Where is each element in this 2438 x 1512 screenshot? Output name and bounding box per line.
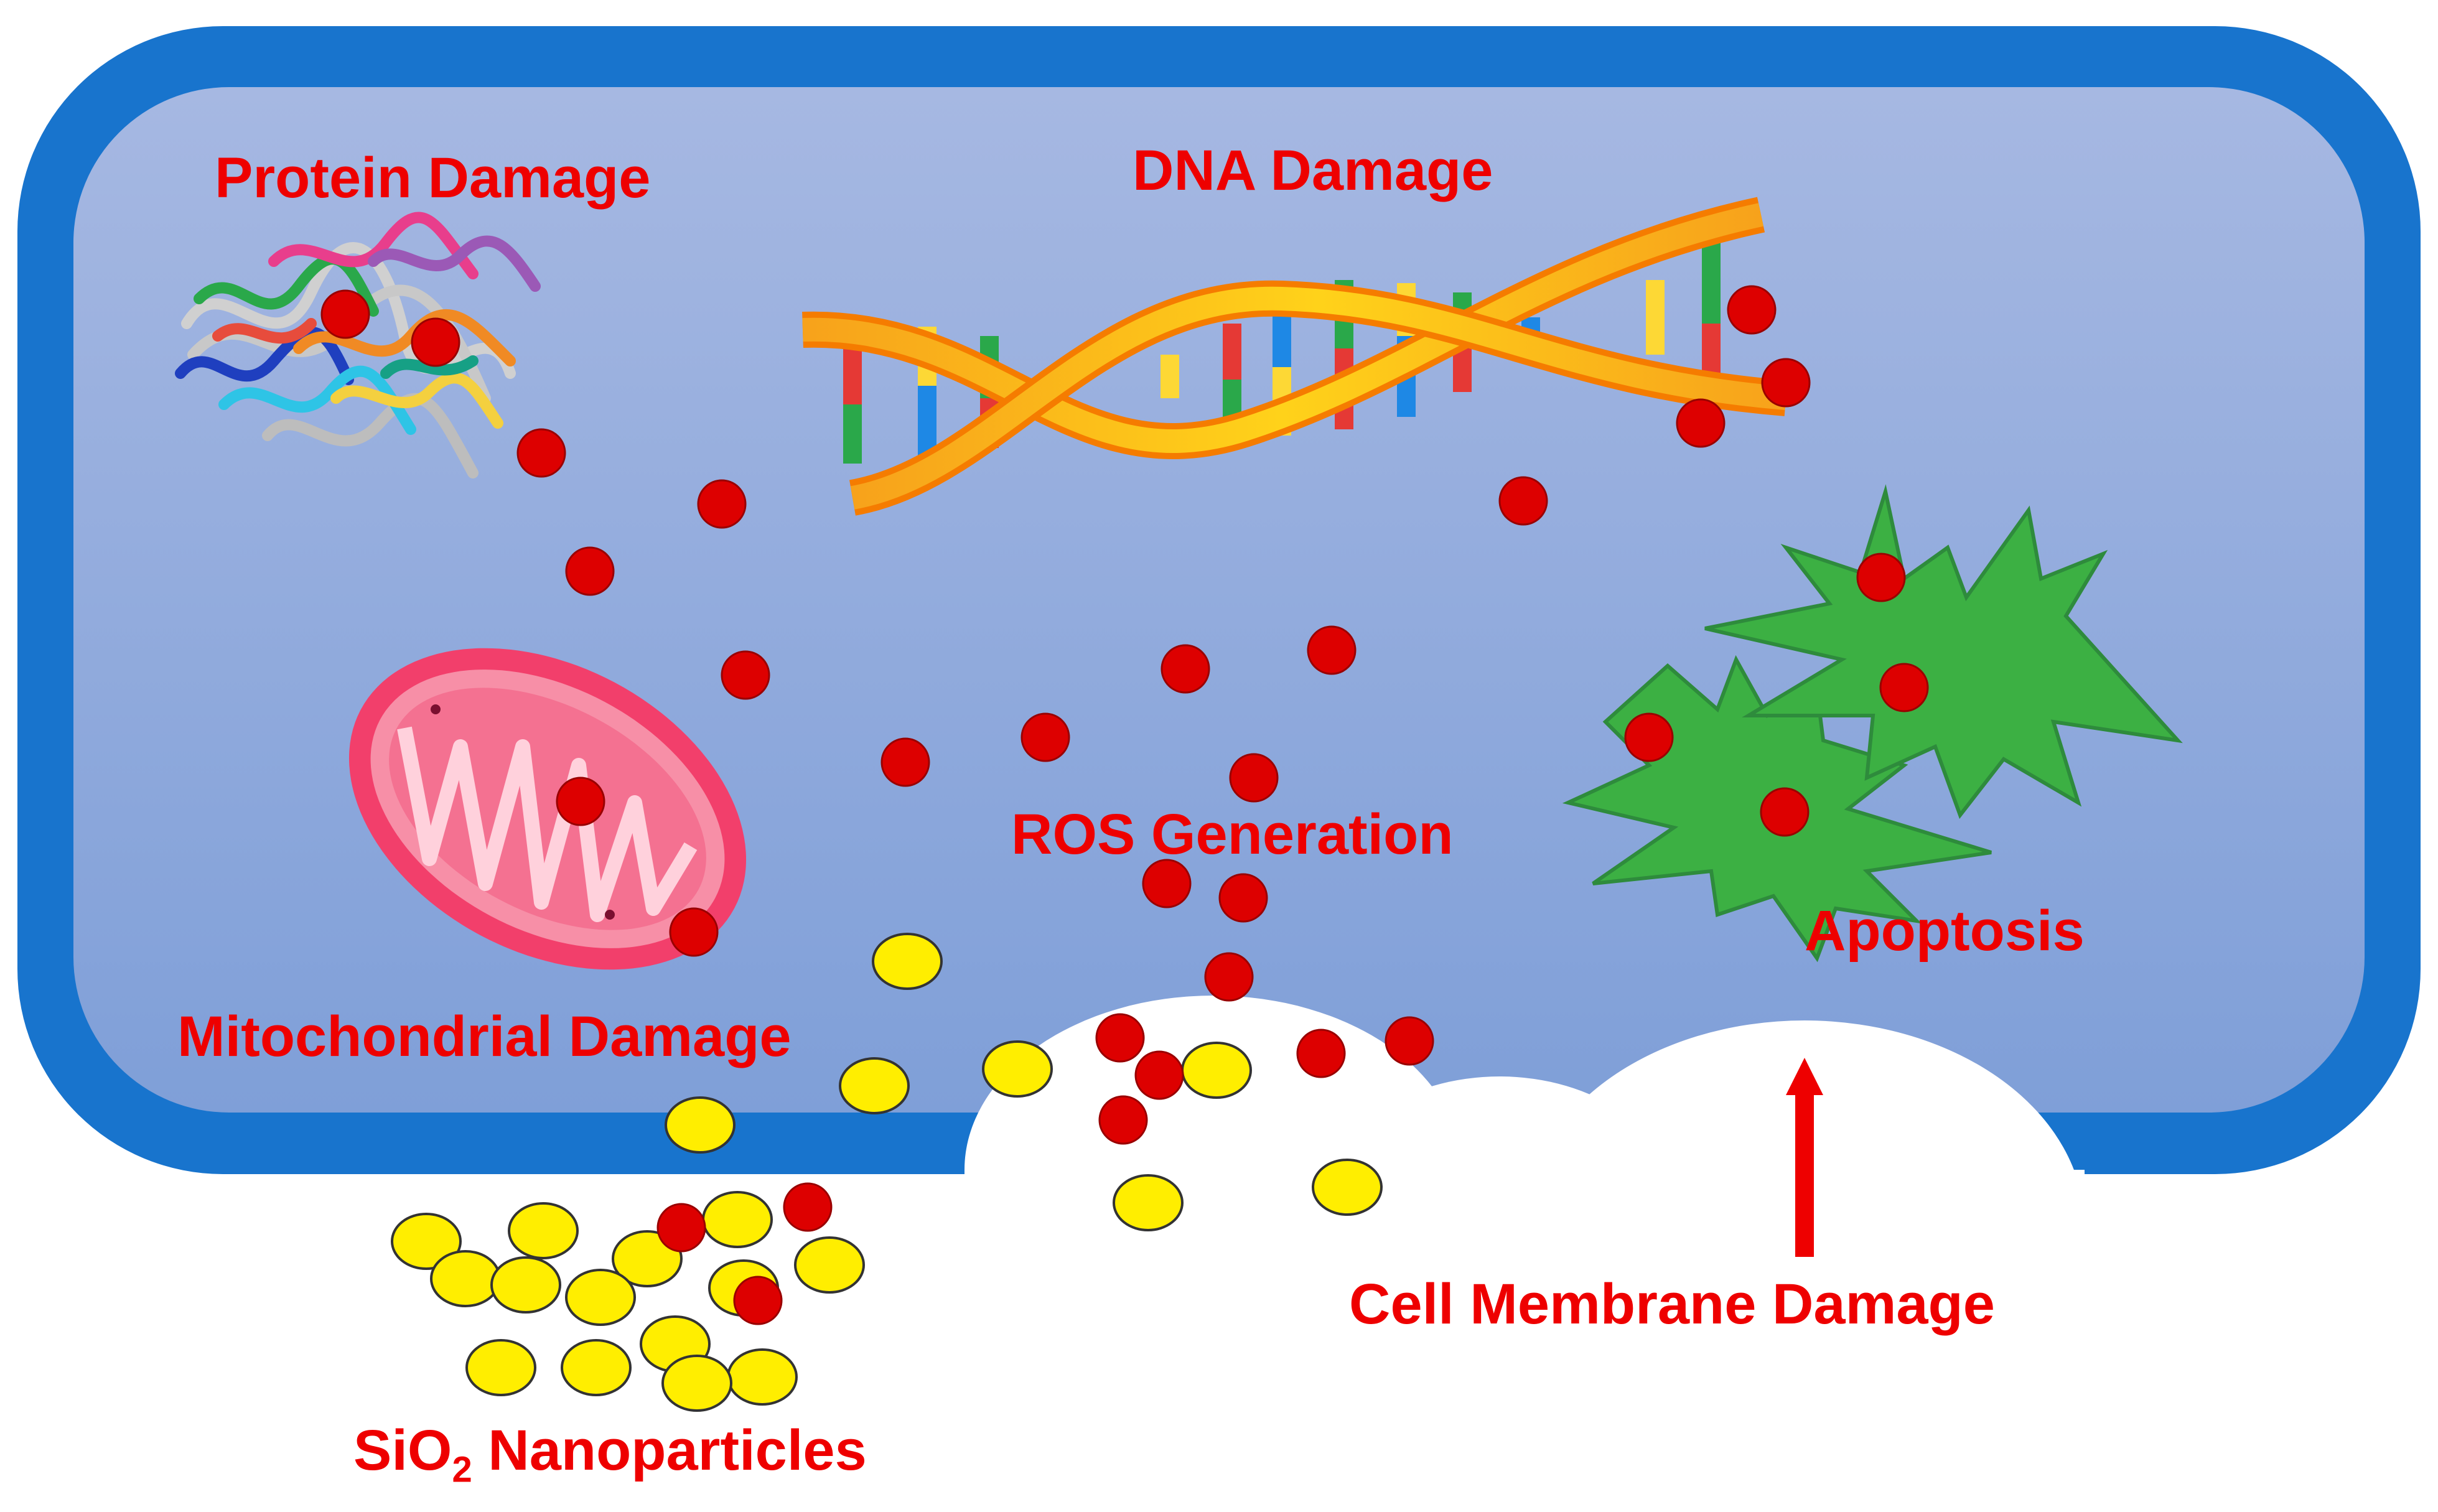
sio2-label-subscript: 2 [452, 1449, 472, 1490]
ros-generation-label: ROS Generation [1011, 803, 1454, 866]
sio2-nanoparticles-label: SiO2 Nanoparticles [353, 1422, 867, 1488]
mitochondrial-damage-label: Mitochondrial Damage [177, 1005, 792, 1068]
sio2-label-suffix: Nanoparticles [472, 1419, 867, 1482]
up-arrow-icon [1786, 1058, 1823, 1257]
mitochondrion-icon [348, 648, 747, 970]
dna-helix-icon [802, 197, 1788, 516]
dna-damage-label: DNA Damage [1133, 139, 1493, 202]
cell-membrane-damage-label: Cell Membrane Damage [1349, 1272, 1995, 1336]
sio2-label-prefix: SiO [353, 1419, 452, 1482]
protein-damage-label: Protein Damage [215, 146, 651, 210]
ros-particles [320, 285, 1929, 1325]
apoptosis-label: Apoptosis [1805, 899, 2085, 963]
